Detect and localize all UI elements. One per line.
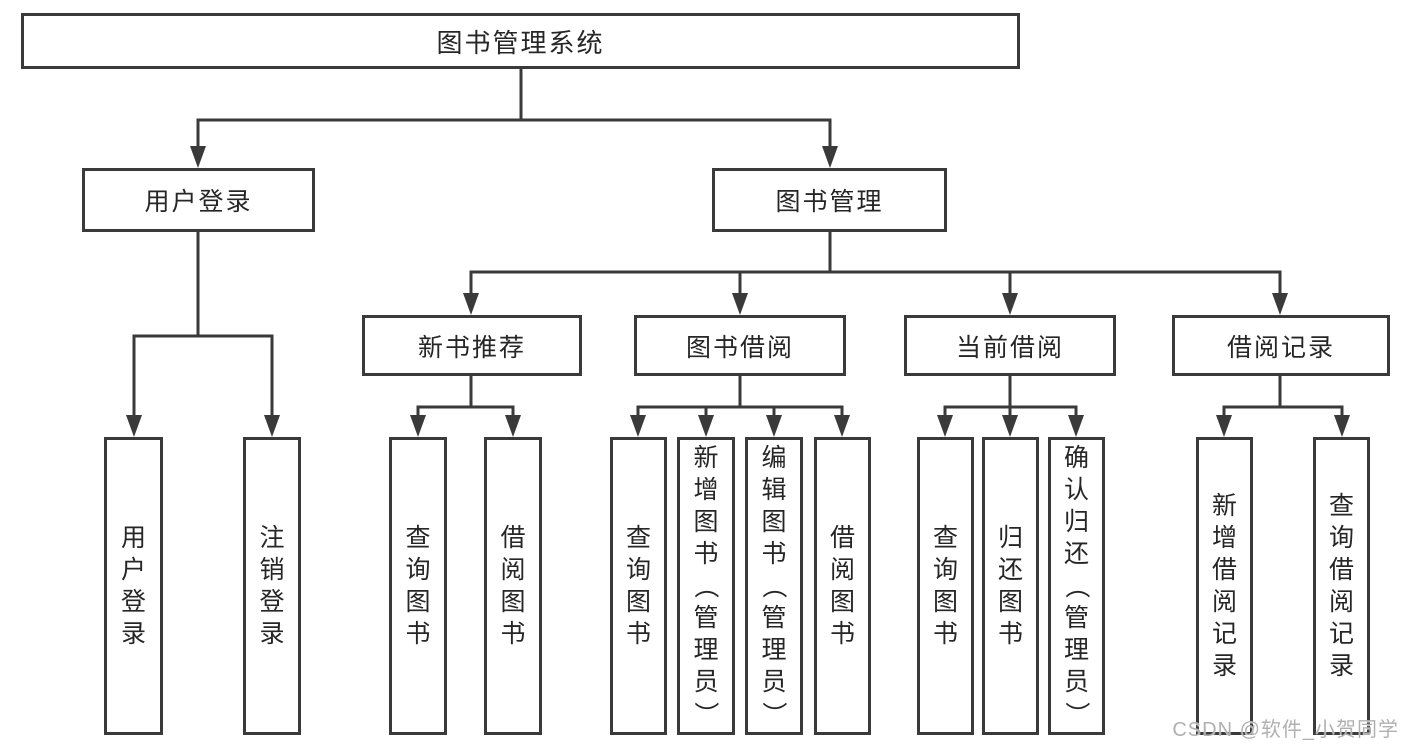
watermark: CSDN @软件_小贺同学 xyxy=(1172,719,1399,741)
leaf-cb-query-books-label: 查询图书 xyxy=(932,524,958,648)
leaf-bb-edit-books-label: 编辑图书（管理员） xyxy=(759,444,788,727)
arrowhead-cb-confirm xyxy=(1068,415,1084,437)
leaf-nb-query-books-label: 查询图书 xyxy=(405,524,431,648)
leaf-user-login-label: 用户登录 xyxy=(120,524,146,648)
node-book-borrow-label: 图书借阅 xyxy=(685,333,794,362)
leaf-br-add-record: 新增借阅记录 xyxy=(1196,437,1253,735)
arrowhead-new-books xyxy=(463,293,479,315)
arrowhead-ul-user-login xyxy=(126,415,142,437)
arrowhead-current-borrow xyxy=(1002,293,1018,315)
arrowhead-bb-query xyxy=(630,415,646,437)
leaf-bb-borrow-books-label: 借阅图书 xyxy=(829,524,855,648)
node-new-books-label: 新书推荐 xyxy=(417,333,526,362)
leaf-bb-query-books-label: 查询图书 xyxy=(625,524,651,648)
leaf-bb-add-books-label: 新增图书（管理员） xyxy=(691,444,720,727)
leaf-logout: 注销登录 xyxy=(243,437,301,735)
leaf-br-add-record-label: 新增借阅记录 xyxy=(1211,492,1237,680)
arrowhead-nb-borrow xyxy=(505,415,521,437)
node-current-borrow: 当前借阅 xyxy=(904,315,1116,376)
arrowhead-br-query xyxy=(1334,415,1350,437)
arrowhead-bb-add xyxy=(698,415,714,437)
arrowhead-user-login xyxy=(190,146,206,168)
arrowhead-bb-borrow xyxy=(834,415,850,437)
arrowhead-book-mgmt xyxy=(822,146,838,168)
arrowhead-bb-edit xyxy=(766,415,782,437)
connector-newbooks-bracket xyxy=(416,405,515,424)
leaf-nb-query-books: 查询图书 xyxy=(389,437,447,735)
connector-userlogin-bracket xyxy=(132,334,274,424)
node-user-login-label: 用户登录 xyxy=(144,188,253,216)
node-borrow-records-label: 借阅记录 xyxy=(1226,333,1335,362)
leaf-cb-query-books: 查询图书 xyxy=(917,437,974,735)
leaf-br-query-record: 查询借阅记录 xyxy=(1313,437,1370,735)
leaf-br-query-record-label: 查询借阅记录 xyxy=(1328,492,1354,680)
node-root-label: 图书管理系统 xyxy=(436,27,605,58)
arrowhead-book-borrow xyxy=(732,293,748,315)
node-book-mgmt: 图书管理 xyxy=(712,168,947,232)
leaf-user-login: 用户登录 xyxy=(104,437,163,735)
node-root: 图书管理系统 xyxy=(21,13,1020,69)
leaf-logout-label: 注销登录 xyxy=(259,524,285,648)
connector-records-bracket xyxy=(1222,405,1344,424)
node-user-login: 用户登录 xyxy=(82,168,315,232)
node-new-books: 新书推荐 xyxy=(362,315,582,376)
connector-root-bracket xyxy=(196,118,832,155)
leaf-bb-borrow-books: 借阅图书 xyxy=(814,437,871,735)
arrowhead-nb-query xyxy=(410,415,426,437)
node-book-mgmt-label: 图书管理 xyxy=(775,188,884,216)
leaf-cb-confirm-return: 确认归还（管理员） xyxy=(1048,437,1105,735)
leaf-cb-confirm-return-label: 确认归还（管理员） xyxy=(1062,444,1091,727)
leaf-cb-return-books: 归还图书 xyxy=(982,437,1039,735)
arrowhead-br-add xyxy=(1216,415,1232,437)
arrowhead-cb-query xyxy=(937,415,953,437)
arrowhead-borrow-records xyxy=(1272,293,1288,315)
connector-bookmgmt-bracket xyxy=(469,270,1282,302)
connector-bookborrow-bracket xyxy=(636,405,844,424)
leaf-bb-add-books: 新增图书（管理员） xyxy=(677,437,735,735)
node-current-borrow-label: 当前借阅 xyxy=(955,333,1064,362)
leaf-nb-borrow-books-label: 借阅图书 xyxy=(500,524,526,648)
leaf-cb-return-books-label: 归还图书 xyxy=(997,524,1023,648)
arrowhead-cb-return xyxy=(1002,415,1018,437)
node-book-borrow: 图书借阅 xyxy=(634,315,846,376)
leaf-bb-edit-books: 编辑图书（管理员） xyxy=(745,437,803,735)
node-borrow-records: 借阅记录 xyxy=(1172,315,1390,376)
leaf-nb-borrow-books: 借阅图书 xyxy=(484,437,542,735)
leaf-bb-query-books: 查询图书 xyxy=(610,437,667,735)
arrowhead-ul-logout xyxy=(264,415,280,437)
